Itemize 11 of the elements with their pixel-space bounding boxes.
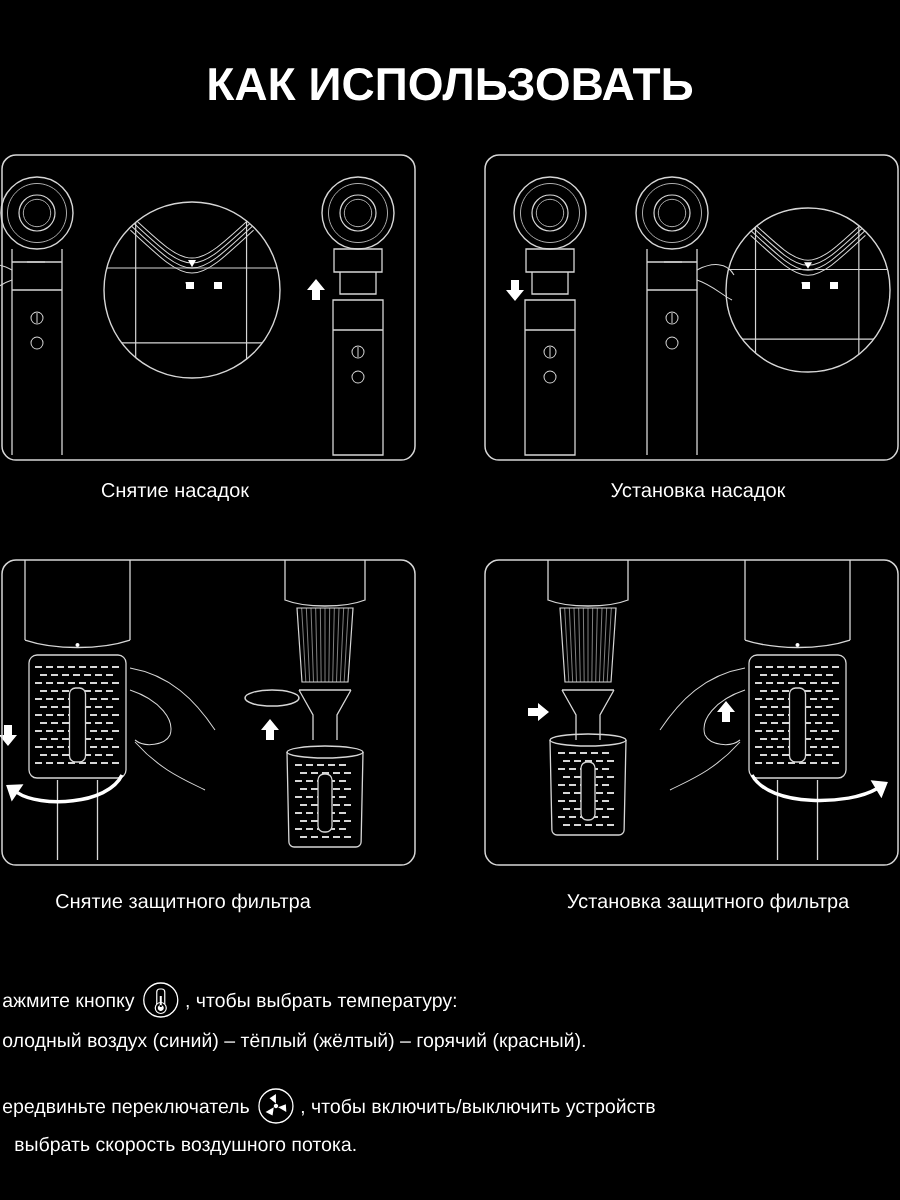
panel-caption: Установка защитного фильтра bbox=[567, 893, 850, 913]
instruction-text: олодный воздух (синий) – тёплый (жёлтый) – горячий (красный). bbox=[3, 1032, 585, 1052]
panel-caption: Снятие защитного фильтра bbox=[56, 893, 311, 913]
instruction-text: выбрать скорость воздушного потока. bbox=[15, 1136, 356, 1156]
instruction-text: , чтобы включить/выключить устройств bbox=[301, 1098, 655, 1118]
instruction-text: , чтобы выбрать температуру: bbox=[186, 992, 456, 1012]
instruction-text: ередвиньте переключатель bbox=[3, 1102, 249, 1118]
instruction-text: ажмите кнопку bbox=[3, 996, 135, 1012]
panel-caption: Снятие насадок bbox=[101, 483, 250, 501]
title: КАК ИСПОЛЬЗОВАТЬ bbox=[209, 67, 693, 101]
panel-caption: Установка насадок bbox=[611, 483, 786, 501]
